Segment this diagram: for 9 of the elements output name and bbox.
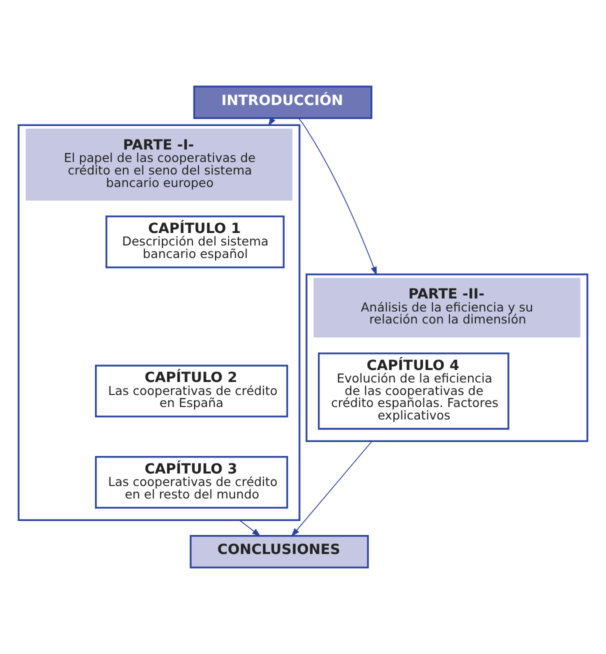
arrow [238, 520, 261, 537]
arrow [298, 118, 377, 276]
node-box: CAPÍTULO 1 Descripción del sistema bancario español [106, 216, 285, 268]
arrow [268, 117, 276, 126]
arrow [291, 440, 372, 537]
node-box: CAPÍTULO 3 Las cooperativas de crédito en el resto del mundo [94, 456, 288, 509]
node-box: CONCLUSIONES [190, 535, 369, 568]
node-box: CAPÍTULO 2 Las cooperativas de crédito en España [94, 364, 288, 418]
node-box: CAPÍTULO 4 Evolución de la eficiencia de las cooperativas de crédito españolas. Factores explicativos [318, 352, 510, 430]
